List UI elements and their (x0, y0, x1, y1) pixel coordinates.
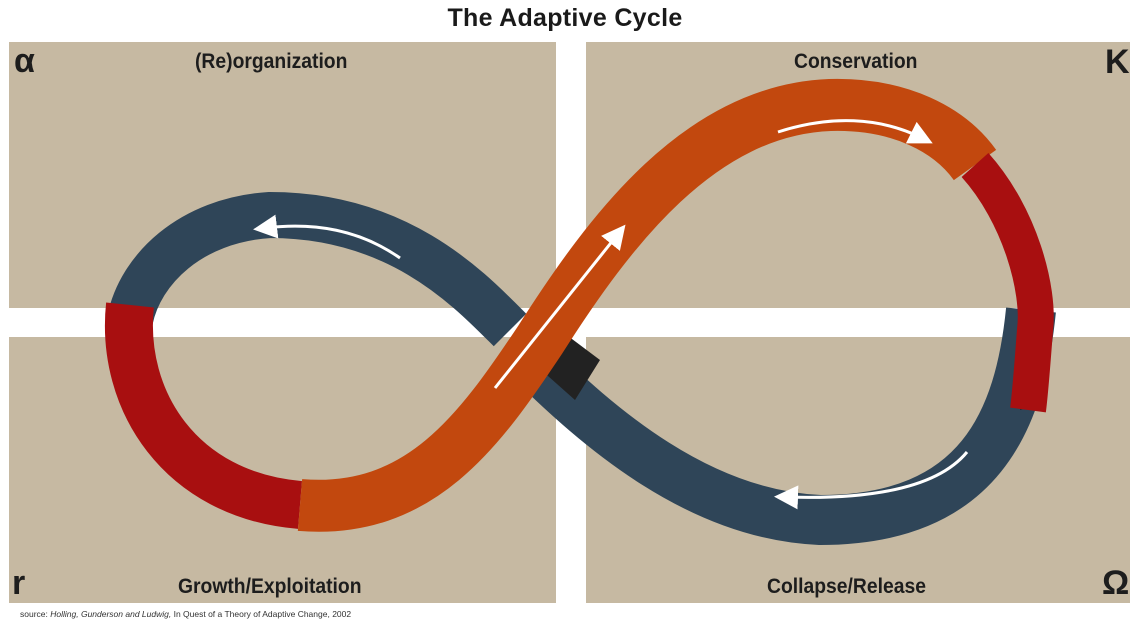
label-growth-exploitation: Growth/Exploitation (178, 575, 362, 598)
arrow-growth-diagonal (493, 224, 626, 389)
k-symbol: K (1105, 43, 1130, 81)
arrow-conservation (777, 119, 933, 144)
blue-band-left-loop (107, 191, 527, 347)
blue-band-right-loop (507, 307, 1056, 546)
red-band-right-loop (961, 152, 1054, 413)
arrow-collapse (774, 451, 969, 510)
label-conservation: Conservation (794, 50, 918, 73)
r-symbol: r (12, 564, 26, 602)
alpha-symbol: α (14, 42, 35, 80)
omega-symbol: Ω (1102, 564, 1130, 602)
orange-band (297, 78, 997, 532)
arrow-reorganization (253, 214, 401, 260)
diagram-title: The Adaptive Cycle (447, 4, 683, 32)
source-citation: source: Holling, Gunderson and Ludwig, I… (20, 609, 352, 619)
label-reorganization: (Re)organization (195, 50, 348, 73)
label-collapse-release: Collapse/Release (767, 575, 926, 598)
red-band-left-loop (105, 302, 303, 529)
